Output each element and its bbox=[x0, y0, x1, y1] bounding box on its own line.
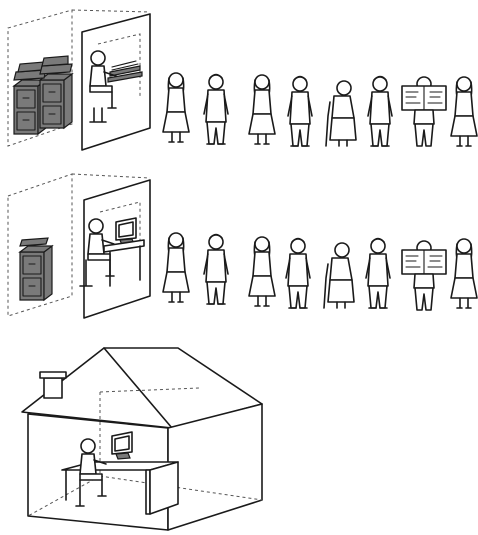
panel-home-office bbox=[22, 348, 262, 530]
queued-person bbox=[163, 73, 189, 142]
queued-person bbox=[366, 239, 390, 309]
queued-person bbox=[204, 235, 228, 305]
queue-row-2 bbox=[163, 233, 477, 310]
queued-person bbox=[326, 81, 356, 146]
queued-person bbox=[249, 237, 275, 306]
queued-person bbox=[286, 239, 310, 309]
queued-person bbox=[163, 233, 189, 302]
filing-cabinets bbox=[14, 56, 72, 134]
filing-cabinet bbox=[20, 238, 52, 300]
queued-person bbox=[324, 243, 354, 308]
queued-person bbox=[249, 75, 275, 144]
queued-person bbox=[451, 77, 477, 146]
queued-person bbox=[368, 77, 392, 147]
queue-row-1 bbox=[163, 73, 477, 146]
queued-person bbox=[451, 239, 477, 308]
queued-person bbox=[402, 77, 446, 146]
panel-paper-office bbox=[8, 10, 477, 150]
house bbox=[22, 348, 262, 530]
panel-computer-office bbox=[8, 174, 477, 318]
queued-person bbox=[204, 75, 228, 145]
queued-person bbox=[402, 241, 446, 310]
chimney bbox=[44, 378, 62, 398]
queued-person bbox=[288, 77, 312, 147]
